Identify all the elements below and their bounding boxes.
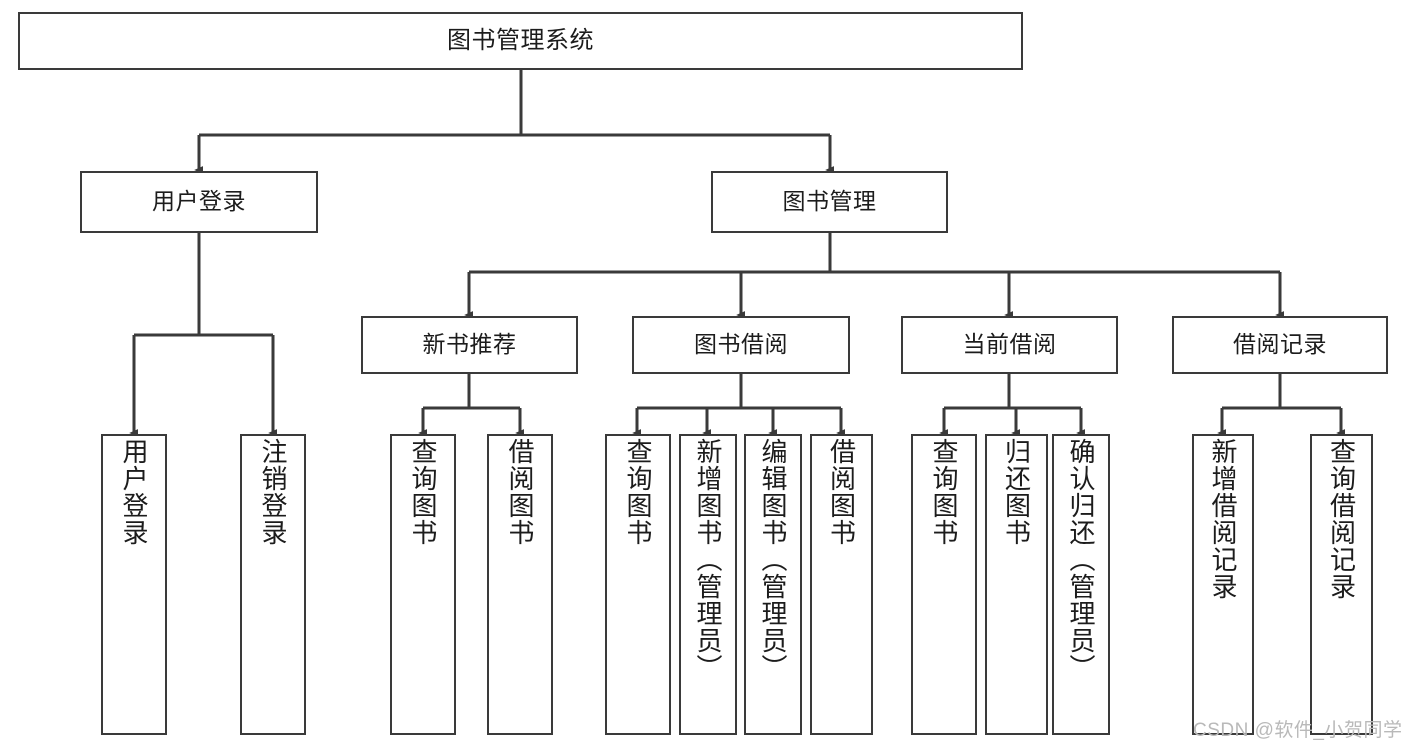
node-label: 借阅图书 (505, 438, 536, 546)
node-leaf-return-book[interactable]: 归还图书 (985, 434, 1048, 735)
node-label: 确认归还（管理员） (1066, 438, 1097, 681)
watermark-text: CSDN @软件_小贺同学 (1193, 720, 1403, 741)
node-label: 注销登录 (258, 438, 289, 546)
node-label: 编辑图书（管理员） (758, 438, 789, 681)
node-borrow-record[interactable]: 借阅记录 (1172, 316, 1388, 374)
node-label: 图书管理系统 (447, 26, 594, 54)
node-leaf-edit-book-admin[interactable]: 编辑图书（管理员） (744, 434, 802, 735)
node-user-login[interactable]: 用户登录 (80, 171, 318, 233)
node-label: 图书管理 (782, 188, 877, 215)
node-label: 借阅记录 (1233, 331, 1327, 358)
node-leaf-query-book-current[interactable]: 查询图书 (911, 434, 977, 735)
node-label: 归还图书 (1001, 438, 1032, 546)
node-leaf-logout-login[interactable]: 注销登录 (240, 434, 306, 735)
node-leaf-borrow-book-recommend[interactable]: 借阅图书 (487, 434, 553, 735)
node-leaf-add-borrow-record[interactable]: 新增借阅记录 (1192, 434, 1254, 735)
node-label: 查询图书 (623, 438, 654, 546)
node-book-borrow[interactable]: 图书借阅 (632, 316, 850, 374)
node-label: 查询图书 (929, 438, 960, 546)
node-book-management[interactable]: 图书管理 (711, 171, 948, 233)
node-current-borrow[interactable]: 当前借阅 (901, 316, 1118, 374)
node-label: 用户登录 (152, 188, 246, 215)
node-label: 新书推荐 (422, 331, 517, 358)
node-label: 新增图书（管理员） (693, 438, 724, 681)
node-leaf-borrow-book[interactable]: 借阅图书 (810, 434, 873, 735)
node-label: 查询图书 (408, 438, 439, 546)
node-label: 借阅图书 (826, 438, 857, 546)
node-new-book-recommend[interactable]: 新书推荐 (361, 316, 578, 374)
node-leaf-confirm-return-admin[interactable]: 确认归还（管理员） (1052, 434, 1110, 735)
node-label: 用户登录 (119, 438, 150, 546)
node-root[interactable]: 图书管理系统 (18, 12, 1023, 70)
node-leaf-add-book-admin[interactable]: 新增图书（管理员） (679, 434, 737, 735)
node-label: 当前借阅 (962, 331, 1057, 358)
node-label: 图书借阅 (694, 331, 788, 358)
node-leaf-query-book-borrow[interactable]: 查询图书 (605, 434, 671, 735)
node-leaf-query-book-recommend[interactable]: 查询图书 (390, 434, 456, 735)
node-label: 查询借阅记录 (1326, 438, 1357, 600)
node-leaf-user-login[interactable]: 用户登录 (101, 434, 167, 735)
node-leaf-query-borrow-record[interactable]: 查询借阅记录 (1310, 434, 1373, 735)
node-label: 新增借阅记录 (1208, 438, 1239, 600)
